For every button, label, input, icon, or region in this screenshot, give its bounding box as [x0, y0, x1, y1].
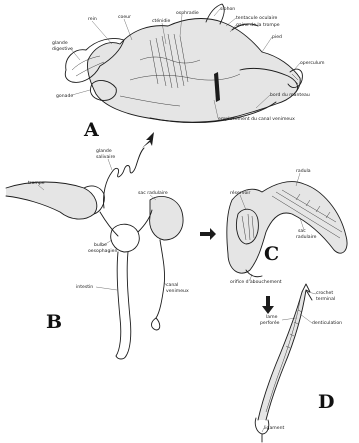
label-crochet-1: crochet: [316, 290, 333, 296]
label-sac-radulaire: sac radulaire: [138, 190, 168, 196]
label-ctenidie: cténidie: [152, 17, 171, 24]
label-osphradie: osphradie: [176, 10, 199, 16]
arrow-a-to-b: [142, 132, 154, 148]
label-bulbe-2: oesophagien: [88, 248, 118, 254]
label-glande-salivaire-1: glande: [96, 148, 112, 154]
label-crochet-2: terminal: [316, 296, 335, 302]
label-gonade: gonade: [56, 93, 73, 99]
label-denticulation: denticulation: [312, 320, 342, 326]
label-rein: rein: [88, 16, 97, 22]
label-canal-1: canal: [166, 282, 178, 288]
arrow-b-to-c: [200, 228, 216, 240]
label-glande-salivaire-2: salivaire: [96, 154, 115, 160]
panel-a-drawing: [65, 4, 302, 123]
label-glande: glande: [52, 40, 68, 46]
panel-a-letter: A: [83, 119, 99, 141]
label-digestive: digestive: [52, 46, 73, 52]
label-canal-2: venimeux: [166, 288, 189, 294]
panel-b-labels: glande salivaire trompe sac radulaire bu…: [28, 148, 189, 333]
label-lame-2: perforée: [260, 319, 280, 326]
label-gaine: gaine de la trompe: [236, 22, 280, 28]
label-pied: pied: [272, 34, 282, 40]
label-trompe: trompe: [28, 180, 45, 186]
label-orifice: orifice d'abouchement: [230, 279, 282, 285]
label-lame-1: lame: [266, 314, 278, 320]
label-bulbe-1: bulbe: [94, 242, 107, 248]
label-sac-c-1: sac: [298, 229, 306, 234]
label-bord: bord du manteau: [270, 92, 310, 98]
label-intestin: intestin: [76, 284, 93, 290]
label-ligament: ligament: [264, 425, 284, 431]
arrow-c-to-d: [262, 296, 274, 314]
label-siphon: siphon: [220, 6, 235, 12]
panel-d-letter: D: [318, 391, 334, 413]
panel-b-letter: B: [46, 311, 62, 333]
label-reservoir: réservoir: [230, 189, 251, 196]
label-sac-c-2: radulaire: [296, 234, 317, 240]
label-radula: radula: [296, 168, 311, 174]
label-operculum: operculum: [300, 60, 325, 66]
label-emplacement: emplacement du canal venimeux: [218, 116, 295, 122]
panel-c-letter: C: [264, 243, 279, 265]
label-coeur: coeur: [118, 14, 131, 20]
label-tentacule: tentacule oculaire: [236, 15, 278, 21]
